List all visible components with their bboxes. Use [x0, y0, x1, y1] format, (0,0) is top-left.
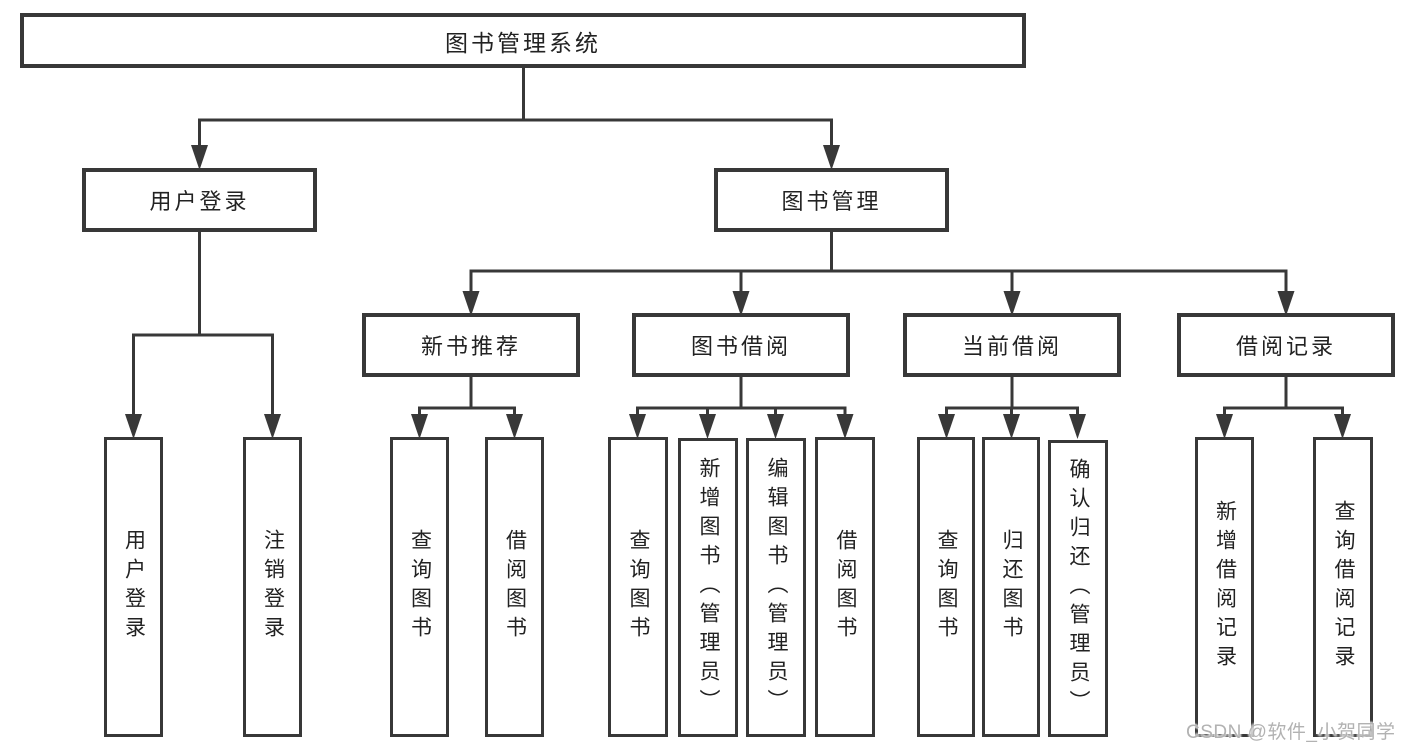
arrow-icon [732, 291, 750, 316]
node-borrow-books-1: 借阅图书 [485, 437, 544, 737]
arrowheads [125, 145, 1351, 439]
node-logout: 注销登录 [243, 437, 302, 737]
arrow-icon [411, 414, 428, 439]
arrow-icon [462, 291, 480, 316]
node-current-borrowing: 当前借阅 [903, 313, 1121, 377]
node-query-books-2: 查询图书 [608, 437, 668, 737]
arrow-icon [629, 414, 646, 439]
arrow-icon [699, 414, 716, 439]
arrow-icon [506, 414, 523, 439]
node-add-borrow-record: 新增借阅记录 [1195, 437, 1254, 737]
arrow-icon [836, 414, 854, 439]
node-library-management-system: 图书管理系统 [20, 13, 1026, 68]
node-query-books-1: 查询图书 [390, 437, 449, 737]
node-new-book-recommend: 新书推荐 [362, 313, 580, 377]
arrow-icon [191, 145, 208, 170]
node-book-management: 图书管理 [714, 168, 949, 232]
arrow-icon [1003, 414, 1020, 439]
arrow-icon [1334, 414, 1351, 439]
arrow-icon [1216, 414, 1233, 439]
arrow-icon [1069, 414, 1086, 439]
node-add-book-admin: 新增图书（管理员） [678, 438, 738, 737]
arrow-icon [125, 414, 142, 439]
arrow-icon [938, 414, 955, 439]
node-query-books-3: 查询图书 [917, 437, 975, 737]
node-user-login-branch: 用户登录 [82, 168, 317, 232]
node-book-borrowing: 图书借阅 [632, 313, 850, 377]
arrow-icon [823, 145, 840, 170]
node-query-borrow-record: 查询借阅记录 [1313, 437, 1373, 737]
node-borrow-books-2: 借阅图书 [815, 437, 875, 737]
arrow-icon [1277, 291, 1295, 316]
node-user-login: 用户登录 [104, 437, 163, 737]
node-return-book: 归还图书 [982, 437, 1040, 737]
node-edit-book-admin: 编辑图书（管理员） [746, 438, 806, 737]
arrow-icon [1003, 291, 1021, 316]
node-confirm-return-admin: 确认归还（管理员） [1048, 440, 1108, 737]
arrow-icon [264, 414, 281, 439]
watermark: CSDN @软件_小贺同学 [1186, 722, 1396, 743]
node-borrow-records: 借阅记录 [1177, 313, 1395, 377]
arrow-icon [767, 414, 784, 439]
